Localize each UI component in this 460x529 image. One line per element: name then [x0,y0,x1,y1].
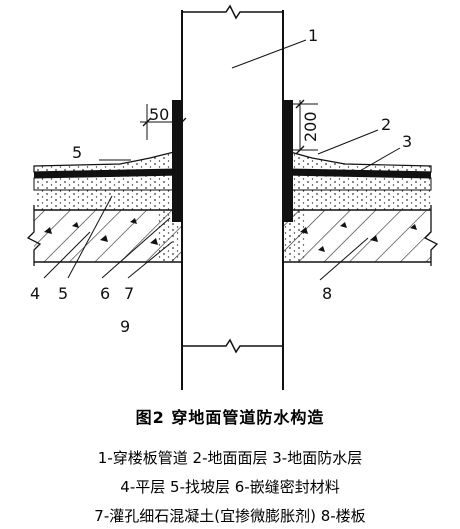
callout-9: 9 [120,317,130,336]
callout-6: 6 [100,284,110,303]
callout-2: 2 [381,115,391,134]
callout-5-top: 5 [72,143,82,162]
dimension-left [140,104,187,140]
callout-3: 3 [402,132,412,151]
pipe-floor-waterproof-diagram: 50 200 1 2 3 5 4 5 6 7 8 9 [26,4,439,390]
callout-4: 4 [30,284,40,303]
dimension-left-label: 50 [149,105,169,124]
legend-line-2: 4-平层 5-找坡层 6-嵌缝密封材料 [120,478,340,496]
callout-8: 8 [322,284,332,303]
callout-7: 7 [124,284,134,303]
pipe [181,4,284,390]
callout-5-bottom: 5 [58,284,68,303]
dimension-right [293,99,318,155]
floor-slab [26,205,439,266]
leader-lines [43,39,401,281]
legend-line-1: 1-穿楼板管道 2-地面面层 3-地面防水层 [97,449,363,467]
figure-title: 图2 穿地面管道防水构造 [135,408,325,427]
legend-line-3: 7-灌孔细石混凝土(宜掺微膨胀剂) 8-楼板 [94,507,366,525]
sealant-strips [172,100,293,222]
callout-1: 1 [308,26,318,45]
dimension-right-label: 200 [301,111,320,142]
